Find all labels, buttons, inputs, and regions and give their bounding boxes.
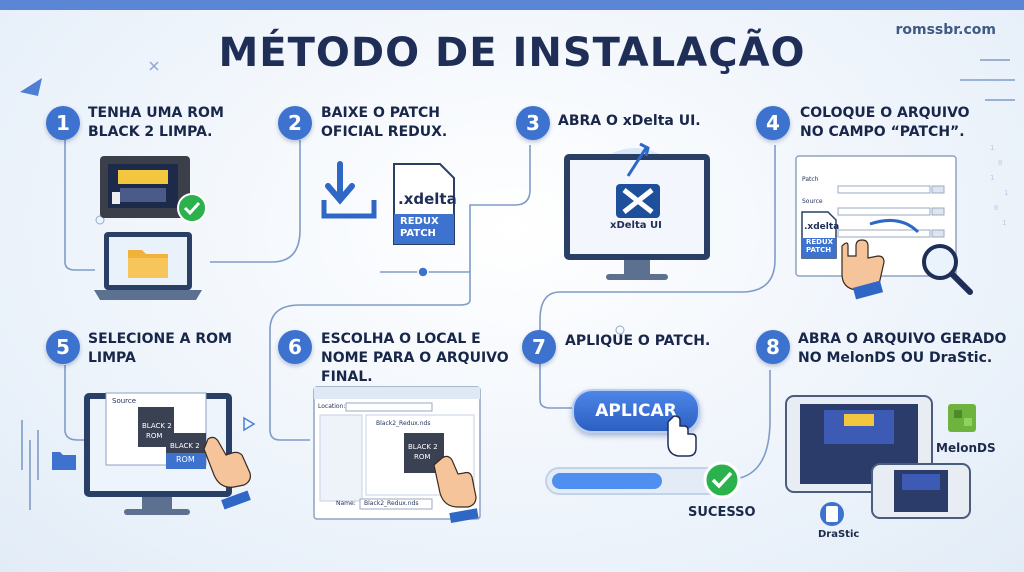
redux-label: REDUX (400, 216, 439, 227)
step-6-text: ESCOLHA O LOCAL E NOME PARA O ARQUIVO FI… (321, 331, 509, 385)
name-field-label: Name: (336, 500, 356, 507)
step5-source-label: Source (112, 397, 137, 405)
step-8-text: ABRA O ARQUIVO GERADO NO MelonDS OU DraS… (798, 331, 1007, 366)
hand-cursor-icon (203, 436, 251, 510)
file-list-item[interactable]: Black2_Redux.nds (376, 420, 431, 427)
step-4-illustration (795, 155, 973, 300)
hand-cursor-icon (667, 415, 697, 457)
step6-rom-label-a: BLACK 2 (408, 443, 438, 451)
arrow-icon (869, 218, 920, 234)
step-4-number: 4 (756, 106, 790, 140)
patch-field-label: Patch (802, 176, 819, 183)
step-6-illustration (313, 386, 481, 524)
melonds-icon (948, 404, 976, 432)
step-1-number: 1 (46, 106, 80, 140)
hand-cursor-icon (433, 455, 479, 524)
svg-text:1: 1 (1002, 219, 1006, 227)
drastic-label: DraStic (818, 529, 860, 540)
xdelta-app-label: xDelta UI (610, 220, 662, 231)
xdelta-extension-label: .xdelta (398, 190, 457, 208)
gba-cartridge-icon (100, 156, 190, 218)
patch-browse-button[interactable] (931, 185, 945, 194)
step-3-text: ABRA O xDelta UI. (558, 113, 701, 129)
folder-tree (319, 414, 363, 502)
step-2-text: BAIXE O PATCH OFICIAL REDUX. (321, 105, 448, 140)
step-8-illustration (785, 395, 976, 526)
svg-text:1: 1 (990, 174, 994, 182)
rom-label-2b: ROM (176, 455, 195, 464)
progress-bar (545, 467, 727, 495)
step4-redux-label: REDUX (806, 238, 834, 246)
svg-text:0: 0 (994, 204, 998, 212)
page-title: MÉTODO DE INSTALAÇÃO (218, 30, 806, 76)
location-label: Location: (318, 403, 346, 410)
svg-text:1: 1 (990, 144, 994, 152)
source-field[interactable] (837, 207, 931, 216)
name-field[interactable] (359, 498, 433, 510)
file-icon (393, 163, 455, 245)
hand-cursor-icon (841, 239, 885, 300)
xdelta-logo-icon (616, 184, 660, 218)
step-2-number: 2 (278, 106, 312, 140)
output-field[interactable] (837, 229, 931, 238)
step4-patch-label: PATCH (806, 246, 832, 254)
success-label: SUCESSO (688, 505, 756, 520)
rom-label-1b: ROM (146, 432, 163, 440)
step4-xdelta-label: .xdelta (804, 222, 840, 232)
checkmark-icon (703, 461, 741, 499)
patch-field[interactable] (837, 185, 931, 194)
step-3-number: 3 (516, 106, 550, 140)
folder-icon (128, 250, 168, 278)
step-4-text: COLOQUE O ARQUIVO NO CAMPO “PATCH”. (800, 105, 970, 140)
step-2-illustration (321, 161, 455, 245)
phone-icon (871, 463, 971, 519)
step-7-number: 7 (522, 330, 556, 364)
step-7-illustration (545, 415, 741, 499)
step-5-text: SELECIONE A ROM LIMPA (88, 331, 232, 366)
step-8-number: 8 (756, 330, 790, 364)
output-browse-button[interactable] (931, 229, 945, 238)
drastic-icon (820, 502, 844, 526)
checkmark-icon (177, 193, 207, 223)
source-browse-button[interactable] (931, 207, 945, 216)
rom-label-1a: BLACK 2 (142, 422, 172, 430)
location-field[interactable] (345, 402, 433, 412)
top-accent-bar (0, 0, 1024, 10)
step-1-text: TENHA UMA ROM BLACK 2 LIMPA. (88, 105, 224, 140)
magnifier-icon (922, 244, 973, 295)
step-5-illustration (84, 392, 251, 515)
site-link[interactable]: romssbr.com (895, 22, 996, 38)
step-1-illustration (94, 156, 207, 300)
svg-text:0: 0 (998, 159, 1002, 167)
step-6-number: 6 (278, 330, 312, 364)
rom-label-2a: BLACK 2 (170, 442, 200, 450)
melonds-label: MelonDS (936, 441, 996, 455)
svg-text:1: 1 (1004, 189, 1008, 197)
step-3-illustration (564, 142, 710, 280)
step-7-text: APLIQUE O PATCH. (565, 333, 711, 349)
patch-label: PATCH (400, 228, 436, 239)
source-field-label: Source (802, 198, 823, 205)
name-field-value: Black2_Redux.nds (364, 500, 419, 507)
step-5-number: 5 (46, 330, 80, 364)
step6-rom-label-b: ROM (414, 453, 431, 461)
download-icon (321, 161, 377, 219)
folder-icon (52, 452, 76, 470)
